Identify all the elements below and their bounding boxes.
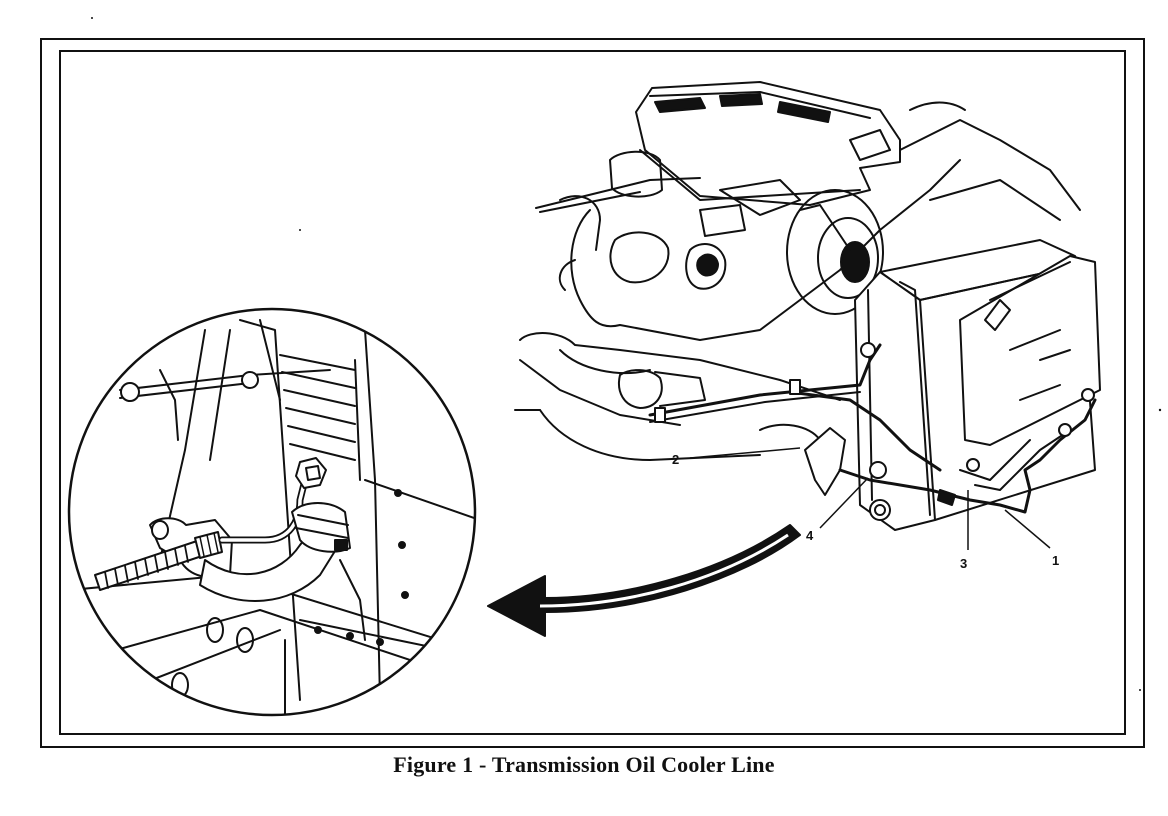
callout-4: 4 bbox=[806, 528, 814, 543]
curved-arrow bbox=[487, 524, 801, 637]
callout-2-main: 2 bbox=[672, 452, 679, 467]
inner-border bbox=[59, 50, 1126, 735]
inset-detail bbox=[67, 307, 477, 717]
callout-1: 1 bbox=[1052, 553, 1059, 568]
figure-caption: Figure 1 - Transmission Oil Cooler Line bbox=[393, 752, 775, 777]
engine-illustration bbox=[514, 81, 1101, 531]
scan-specks bbox=[91, 17, 1162, 691]
callout-3: 3 bbox=[960, 556, 967, 571]
outer-border bbox=[40, 38, 1145, 748]
